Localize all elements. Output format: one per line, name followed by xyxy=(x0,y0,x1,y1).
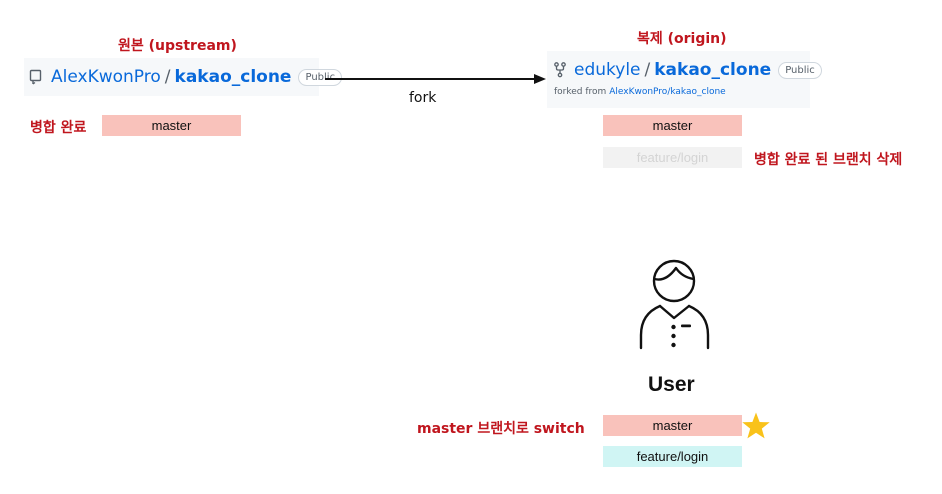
public-badge: Public xyxy=(778,61,822,79)
upstream-master-branch: master xyxy=(102,115,241,136)
origin-caption: 복제 (origin) xyxy=(637,31,727,47)
upstream-repo-link[interactable]: kakao_clone xyxy=(174,67,292,87)
origin-master-branch: master xyxy=(603,115,742,136)
origin-deleted-branch: feature/login xyxy=(603,147,742,168)
forked-from-link[interactable]: AlexKwonPro/kakao_clone xyxy=(609,87,726,97)
upstream-status-label: 병합 완료 xyxy=(30,120,87,136)
user-icon xyxy=(639,259,710,350)
fork-icon xyxy=(554,62,566,78)
star-icon xyxy=(742,412,770,439)
fork-label: fork xyxy=(409,90,437,106)
forked-from-text: forked from AlexKwonPro/kakao_clone xyxy=(554,87,726,97)
origin-repo-link[interactable]: kakao_clone xyxy=(654,60,772,80)
switch-note: master 브랜치로 switch xyxy=(417,421,585,437)
repo-separator: / xyxy=(644,60,651,80)
origin-owner-link[interactable]: edukyle xyxy=(574,60,641,80)
repo-icon xyxy=(29,69,43,85)
local-master-branch: master xyxy=(603,415,742,436)
deleted-branch-note: 병합 완료 된 브랜치 삭제 xyxy=(754,152,903,168)
fork-arrow xyxy=(325,74,546,84)
upstream-owner-link[interactable]: AlexKwonPro xyxy=(51,67,161,87)
repo-separator: / xyxy=(164,67,171,87)
local-feature-branch: feature/login xyxy=(603,446,742,467)
upstream-repo-card: AlexKwonPro / kakao_clone Public xyxy=(24,58,343,96)
user-label: User xyxy=(648,373,695,396)
origin-repo-card: edukyle / kakao_clone Public forked from… xyxy=(547,51,822,108)
upstream-caption: 원본 (upstream) xyxy=(118,38,237,54)
public-badge: Public xyxy=(298,68,343,86)
forked-from-prefix: forked from xyxy=(554,87,607,97)
